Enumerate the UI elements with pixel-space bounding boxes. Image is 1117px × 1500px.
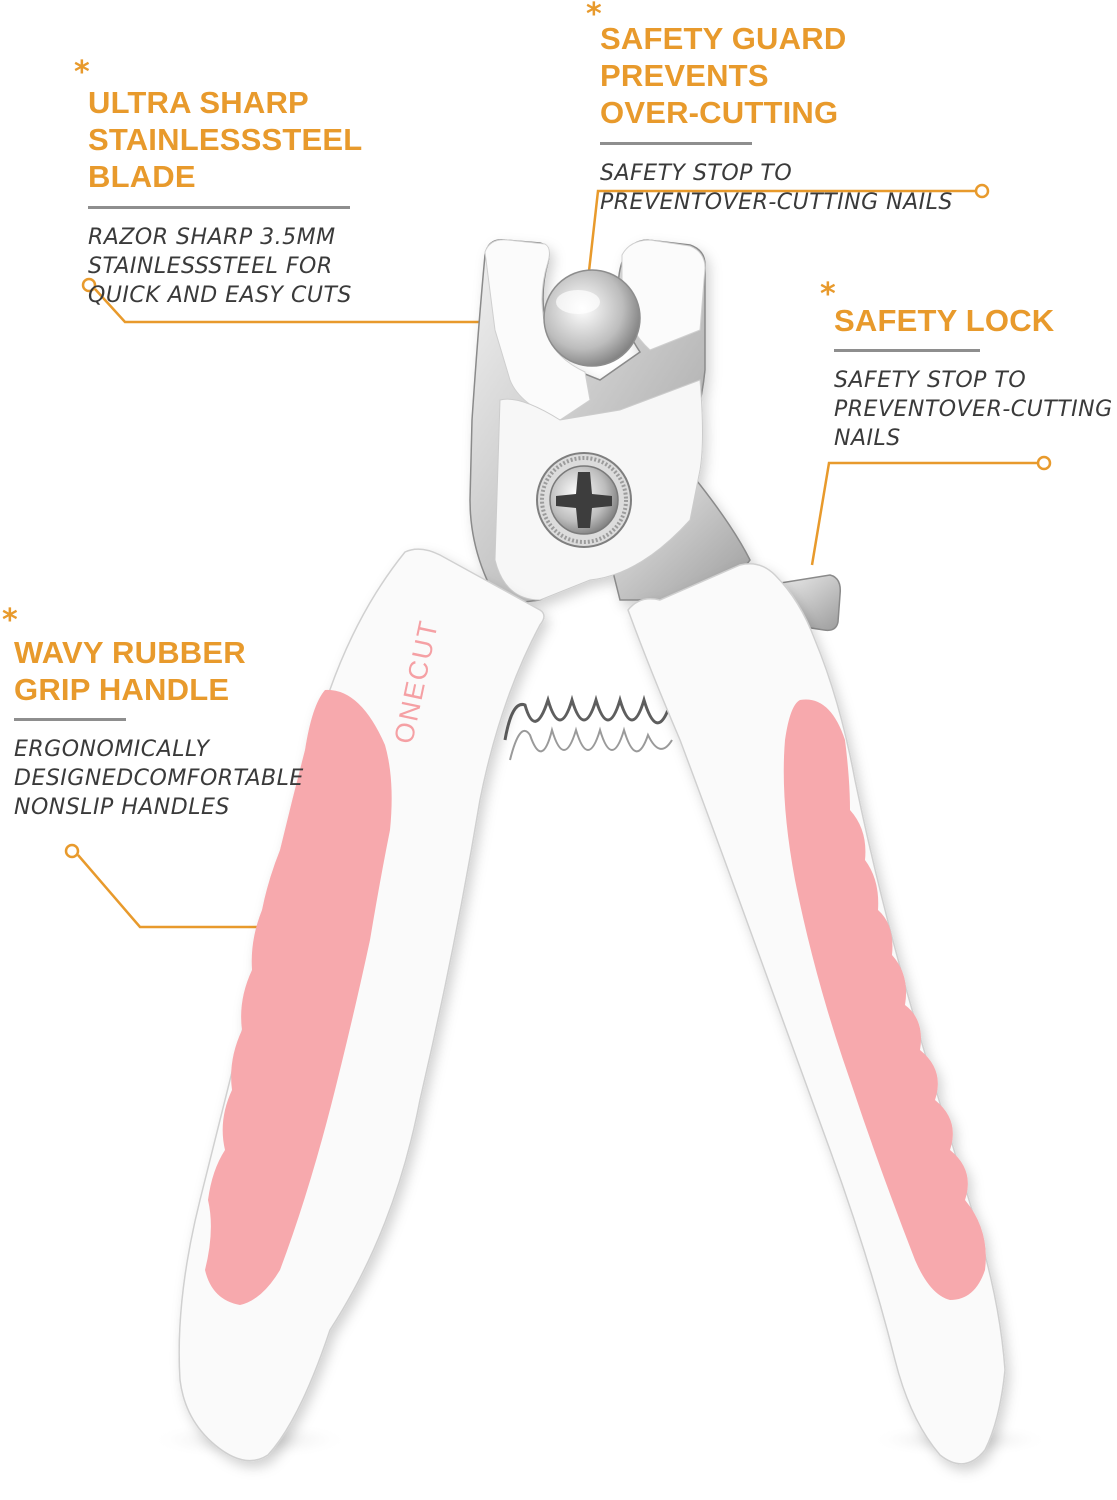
callout-grip-title: WAVY RUBBER GRIP HANDLE xyxy=(14,635,246,708)
callout-guard-marker: * xyxy=(586,0,602,32)
lock-leader-line xyxy=(810,461,1038,566)
callout-blade-title: ULTRA SHARP STAINLESSSTEEL BLADE xyxy=(88,85,362,195)
callout-blade-rule xyxy=(88,205,350,209)
callout-lock-marker: * xyxy=(820,277,836,312)
left-handle: ONECUT xyxy=(178,548,545,1462)
grip-leader-line xyxy=(77,854,270,929)
callout-guard-rule xyxy=(600,141,752,145)
callout-blade-description: RAZOR SHARP 3.5MM STAINLESSSTEEL FOR QUI… xyxy=(88,224,352,308)
callout-grip-marker: * xyxy=(2,603,18,638)
safety-guard-disc xyxy=(543,269,641,367)
grip-leader-dot xyxy=(64,843,80,859)
pivot-screw xyxy=(536,452,632,548)
callout-grip: * WAVY RUBBER GRIP HANDLE ERGONOMICALLY … xyxy=(2,606,334,822)
callout-grip-rule xyxy=(14,718,126,722)
callout-guard-title: SAFETY GUARD PREVENTS OVER-CUTTING xyxy=(600,21,847,131)
left-handle-rubber xyxy=(205,689,392,1305)
right-handle xyxy=(627,563,1006,1465)
callout-grip-description: ERGONOMICALLY DESIGNEDCOMFORTABLE NONSLI… xyxy=(14,737,304,821)
callout-lock-title: SAFETY LOCK xyxy=(834,303,1055,338)
lock-leader-dot xyxy=(1036,455,1052,471)
callout-guard: * SAFETY GUARD PREVENTS OVER-CUTTING SAF… xyxy=(586,0,1020,217)
screw-cross-slot xyxy=(556,472,612,528)
guard-leader-line xyxy=(586,189,976,281)
callout-guard-description: SAFETY STOP TO PREVENTOVER-CUTTING NAILS xyxy=(600,160,953,215)
steel-blade xyxy=(469,239,751,606)
leader-lines xyxy=(64,183,1052,929)
right-handle-white xyxy=(627,563,1006,1465)
callout-blade-marker: * xyxy=(74,55,90,90)
callout-lock-description: SAFETY STOP TO PREVENTOVER-CUTTING NAILS xyxy=(834,368,1113,452)
blade-leader-dot xyxy=(81,277,97,293)
spring xyxy=(503,694,673,761)
callout-lock: * SAFETY LOCK SAFETY STOP TO PREVENTOVER… xyxy=(820,280,1114,453)
callout-blade: * ULTRA SHARP STAINLESSSTEEL BLADE RAZOR… xyxy=(74,58,428,310)
right-handle-rubber xyxy=(783,699,986,1300)
blade-leader-line xyxy=(94,288,545,324)
callout-lock-rule xyxy=(834,349,980,353)
